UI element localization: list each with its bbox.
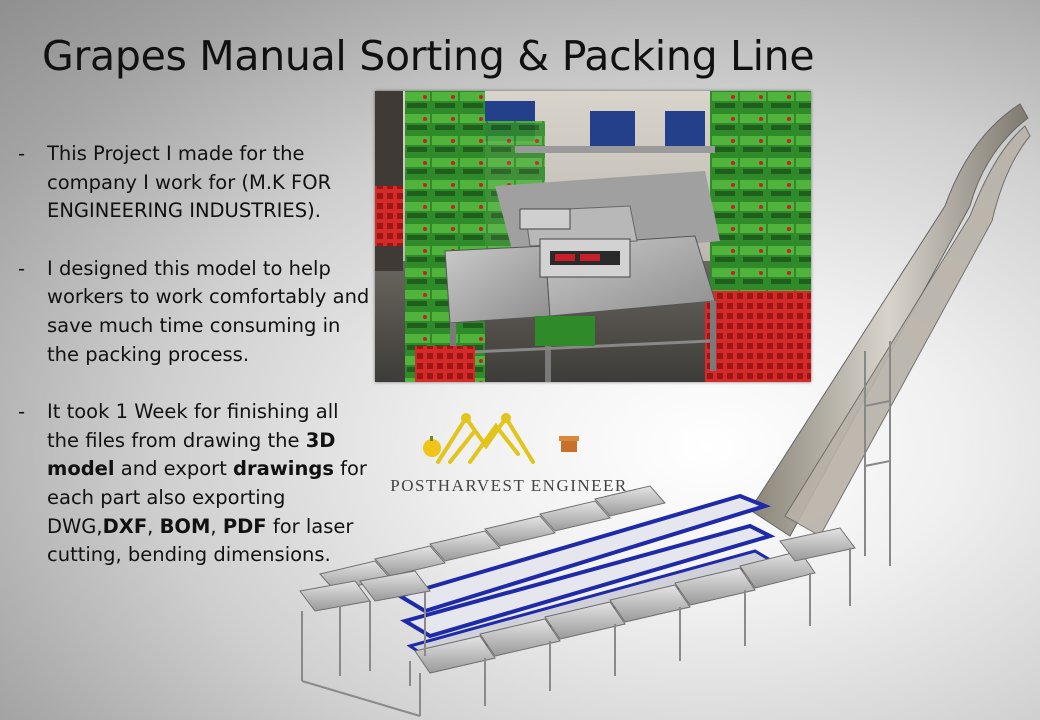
bullet-run: It took 1 Week for finishing all the fil… [47,400,339,452]
bullet-run: , [147,514,160,538]
bullet-text: It took 1 Week for finishing all the fil… [47,400,367,566]
logo-emblem-icon [423,413,579,464]
bullet-bold-run: BOM [159,514,211,538]
bullet-run: I designed this model to help workers to… [47,256,370,366]
bullet-item: - It took 1 Week for finishing all the f… [18,400,367,567]
bullet-bold-run: PDF [222,514,267,538]
bullet-bold-run: 3D model [47,428,336,481]
bullet-list: - This Project I made for the company I … [18,140,370,599]
bullet-text: I designed this model to help workers to… [47,257,369,366]
bullet-text: This Project I made for the company I wo… [47,142,331,222]
bullet-run: for each part also exporting DWG, [47,457,367,538]
bullet-item: - This Project I made for the company I … [18,142,332,223]
bullet-run: for laser cutting, bending dimensions. [47,514,354,567]
packing-line-photo [375,91,811,382]
bullet-bold-run: DXF [102,514,148,538]
bullet-run: This Project I made for the company I wo… [47,142,332,223]
logo-text: POSTHARVEST ENGINEER [390,476,628,495]
bullet-run: , [210,514,223,538]
bullet-item: - I designed this model to help workers … [18,256,370,366]
bullet-bold-run: drawings [233,457,334,481]
bullet-run: and export [114,457,234,481]
postharvest-engineer-logo: POSTHARVEST ENGINEER [378,404,640,496]
sorting-line-3d-model [299,103,1031,717]
slide-title: Grapes Manual Sorting & Packing Line [42,32,815,80]
